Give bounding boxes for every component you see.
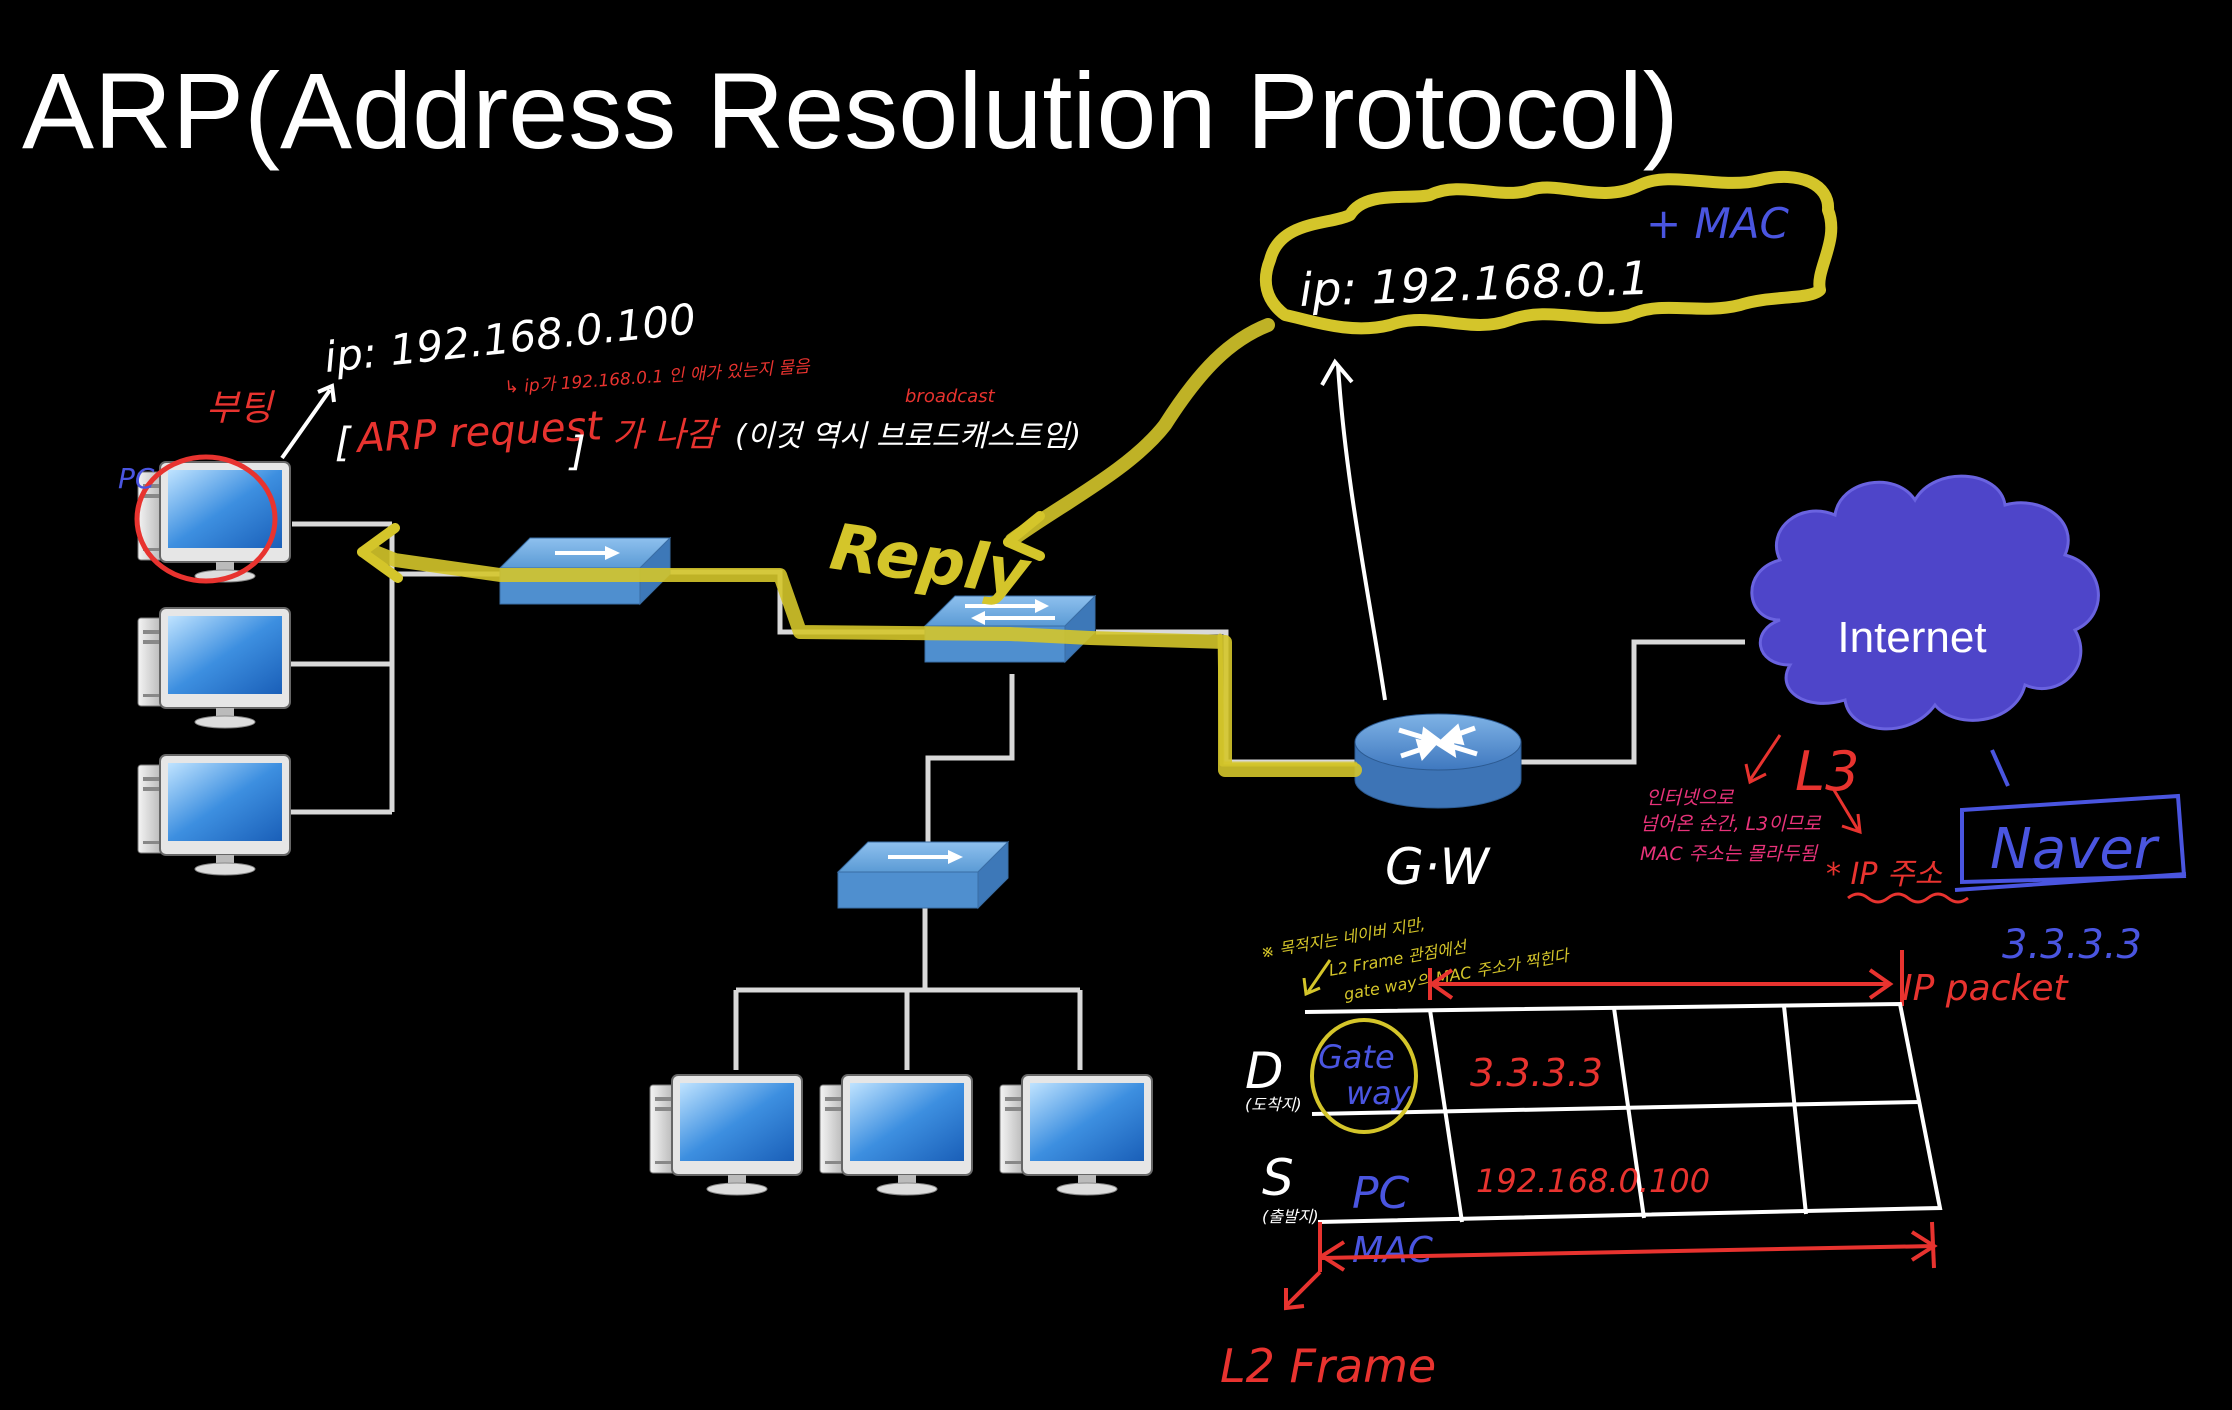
ip-packet-label: IP packet — [1902, 968, 2069, 1009]
router-to-ip-arrow — [1320, 358, 1387, 701]
l3-label: L3 — [1795, 740, 1859, 803]
l2-frame-label: L2 Frame — [1220, 1339, 1436, 1393]
switch-2 — [924, 595, 1096, 663]
arp-request-paren: (이것 역시 브로드캐스트임) — [735, 419, 1081, 454]
yellow-note-arrow — [1302, 959, 1332, 997]
reply-highlight-path — [357, 318, 1362, 777]
gateway-label: G·W — [1385, 838, 1491, 896]
naver-to-cloud-line — [1990, 749, 2010, 787]
naver-label: Naver — [1990, 817, 2160, 882]
pc-bottom — [137, 754, 291, 876]
internet-cloud-icon: Internet — [1750, 474, 2100, 731]
row-s-label: S — [1262, 1149, 1294, 1207]
pc-korean-label: 부팅 — [206, 388, 275, 429]
bracket-left: [ — [335, 420, 352, 466]
bracket-right: ] — [568, 429, 586, 475]
gateway-cell-line-1: Gate — [1318, 1038, 1395, 1076]
ip-address-underline — [1847, 892, 1969, 904]
pc-lower-2 — [819, 1074, 973, 1196]
mac-label: MAC — [1352, 1230, 1434, 1271]
cloud-label: Internet — [1837, 613, 1986, 662]
dest-ip-cell: 3.3.3.3 — [1470, 1051, 1603, 1095]
l3-note-line-2: 넘어온 순간, L3이므로 — [1640, 813, 1822, 835]
pc-lower-3 — [999, 1074, 1153, 1196]
l3-note-line-3: MAC 주소는 몰라두됨 — [1640, 843, 1819, 865]
naver-ip: 3.3.3.3 — [2002, 922, 2142, 968]
switch-3 — [837, 841, 1009, 909]
gateway-cell-circle — [1310, 1018, 1418, 1134]
pc-middle — [137, 607, 291, 729]
pc-to-ip-arrow — [280, 383, 336, 460]
ip-address-label: * IP 주소 — [1826, 857, 1943, 892]
naver-box: Naver — [1954, 793, 2187, 892]
router-icon — [1354, 713, 1522, 809]
arp-request-label: ARP request — [353, 403, 604, 462]
row-s-sublabel: (출발지) — [1262, 1207, 1319, 1226]
gateway-ip-bubble — [1259, 170, 1838, 335]
broadcast-label: broadcast — [905, 386, 996, 407]
frame-table — [1304, 1001, 1943, 1224]
ip-query-note: ↳ ip가 192.168.0.1 인 애가 있는지 물음 — [504, 357, 812, 398]
gateway-ip-text: ip: 192.168.0.1 — [1298, 251, 1650, 317]
ip-packet-bracket — [1428, 950, 1904, 1006]
reply-label: Reply — [826, 511, 1036, 612]
switch-1 — [499, 537, 671, 605]
l3-arrows — [1744, 734, 1862, 835]
pc-highlight-circle — [134, 454, 278, 584]
row-d-sublabel: (도착지) — [1245, 1095, 1302, 1114]
pc-label: PC — [118, 462, 155, 495]
src-ip-cell: 192.168.0.100 — [1476, 1162, 1710, 1200]
row-d-label: D — [1245, 1042, 1284, 1100]
arp-request-suffix: 가 나감 — [612, 415, 721, 455]
l3-note-line-1: 인터넷으로 — [1646, 787, 1735, 809]
pc-lower-1 — [649, 1074, 803, 1196]
pc-cell: PC — [1352, 1168, 1410, 1219]
l2-frame-bracket — [1284, 1221, 1938, 1311]
gateway-cell-line-2: way — [1346, 1074, 1412, 1112]
page-title: ARP(Address Resolution Protocol) — [22, 50, 1679, 171]
plus-mac-text: + MAC — [1646, 199, 1790, 248]
